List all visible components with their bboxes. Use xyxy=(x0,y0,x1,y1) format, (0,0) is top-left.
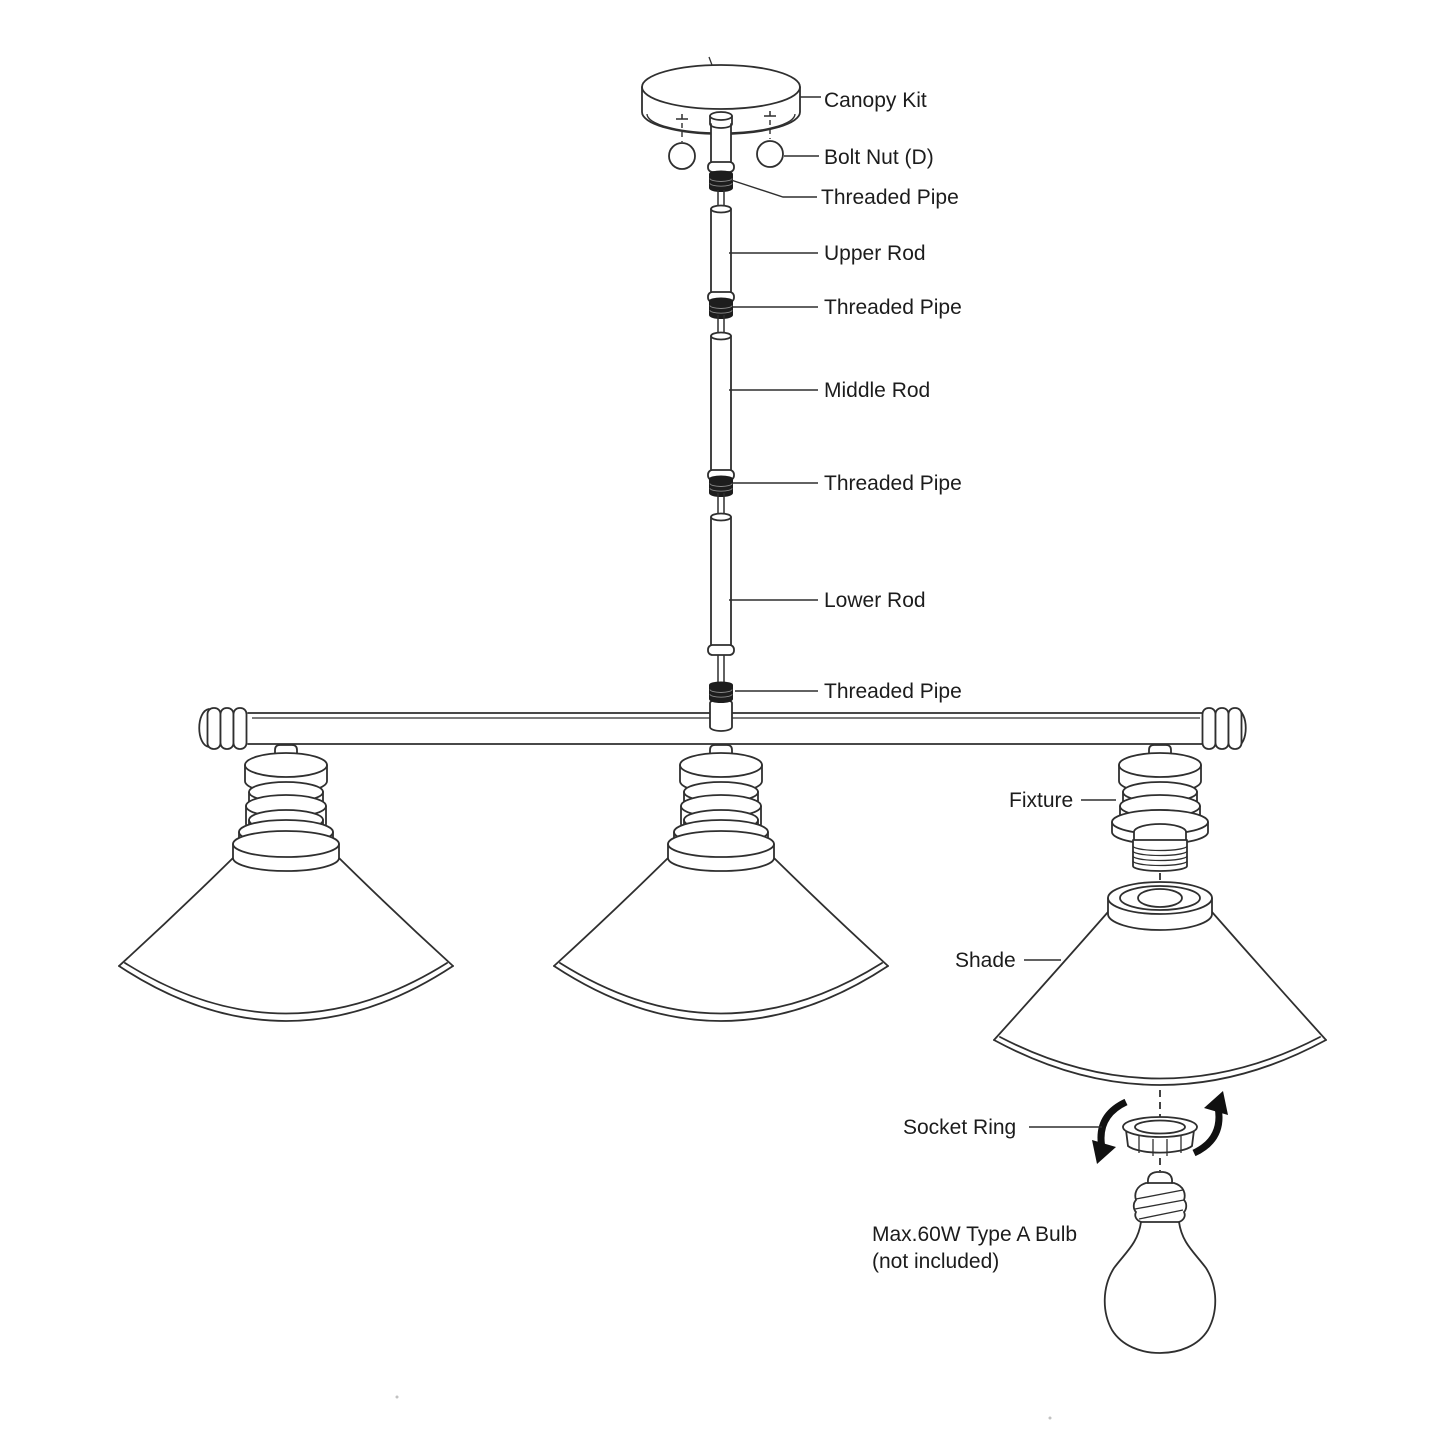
label-threaded-pipe-3: Threaded Pipe xyxy=(824,472,962,495)
leader-lines xyxy=(729,96,1116,1128)
lower-rod-drawing xyxy=(707,512,735,656)
pendant-middle xyxy=(554,745,888,1021)
finial-left xyxy=(198,707,248,750)
fixture-drawing xyxy=(1111,744,1209,872)
pendant-exploded xyxy=(993,744,1327,1354)
socket-ring-drawing xyxy=(1092,1091,1228,1164)
rotate-arrow-right-icon xyxy=(1192,1091,1228,1157)
scan-artifact-dot xyxy=(1048,1416,1052,1420)
threaded-pipe-2-drawing xyxy=(709,297,733,319)
rotate-arrow-left-icon xyxy=(1092,1098,1128,1164)
canopy-stem-drawing xyxy=(707,111,735,173)
label-threaded-pipe-1: Threaded Pipe xyxy=(821,186,959,209)
scan-artifact-dot xyxy=(395,1395,399,1399)
label-upper-rod: Upper Rod xyxy=(824,242,926,265)
label-lower-rod: Lower Rod xyxy=(824,589,926,612)
label-threaded-pipe-2: Threaded Pipe xyxy=(824,296,962,319)
label-socket-ring: Socket Ring xyxy=(903,1116,1016,1139)
middle-rod-drawing xyxy=(707,331,735,481)
upper-rod-drawing xyxy=(707,204,735,303)
label-fixture: Fixture xyxy=(1009,789,1073,812)
threaded-pipe-3-drawing xyxy=(709,475,733,497)
bolt-nut-left xyxy=(668,114,696,170)
threaded-pipe-1-drawing xyxy=(709,170,733,192)
finial-right xyxy=(1201,707,1247,750)
support-bar-drawing xyxy=(198,681,1247,750)
pendant-left xyxy=(119,745,453,1021)
threaded-pipe-4-drawing xyxy=(709,681,733,703)
shade-drawing xyxy=(993,881,1327,1086)
label-bulb-note-line1: Max.60W Type A Bulb xyxy=(872,1223,1077,1246)
bar-coupler xyxy=(709,698,733,732)
rod-chain-drawing xyxy=(707,170,735,685)
bolt-nut-right xyxy=(756,111,784,168)
label-threaded-pipe-4: Threaded Pipe xyxy=(824,680,962,703)
bulb-drawing xyxy=(1103,1171,1217,1354)
label-canopy-kit: Canopy Kit xyxy=(824,89,927,112)
labels: Canopy Kit Bolt Nut (D) Threaded Pipe Up… xyxy=(821,89,1077,1273)
label-shade: Shade xyxy=(955,949,1016,972)
label-middle-rod: Middle Rod xyxy=(824,379,930,402)
label-bolt-nut: Bolt Nut (D) xyxy=(824,146,934,169)
label-bulb-note-line2: (not included) xyxy=(872,1250,999,1273)
